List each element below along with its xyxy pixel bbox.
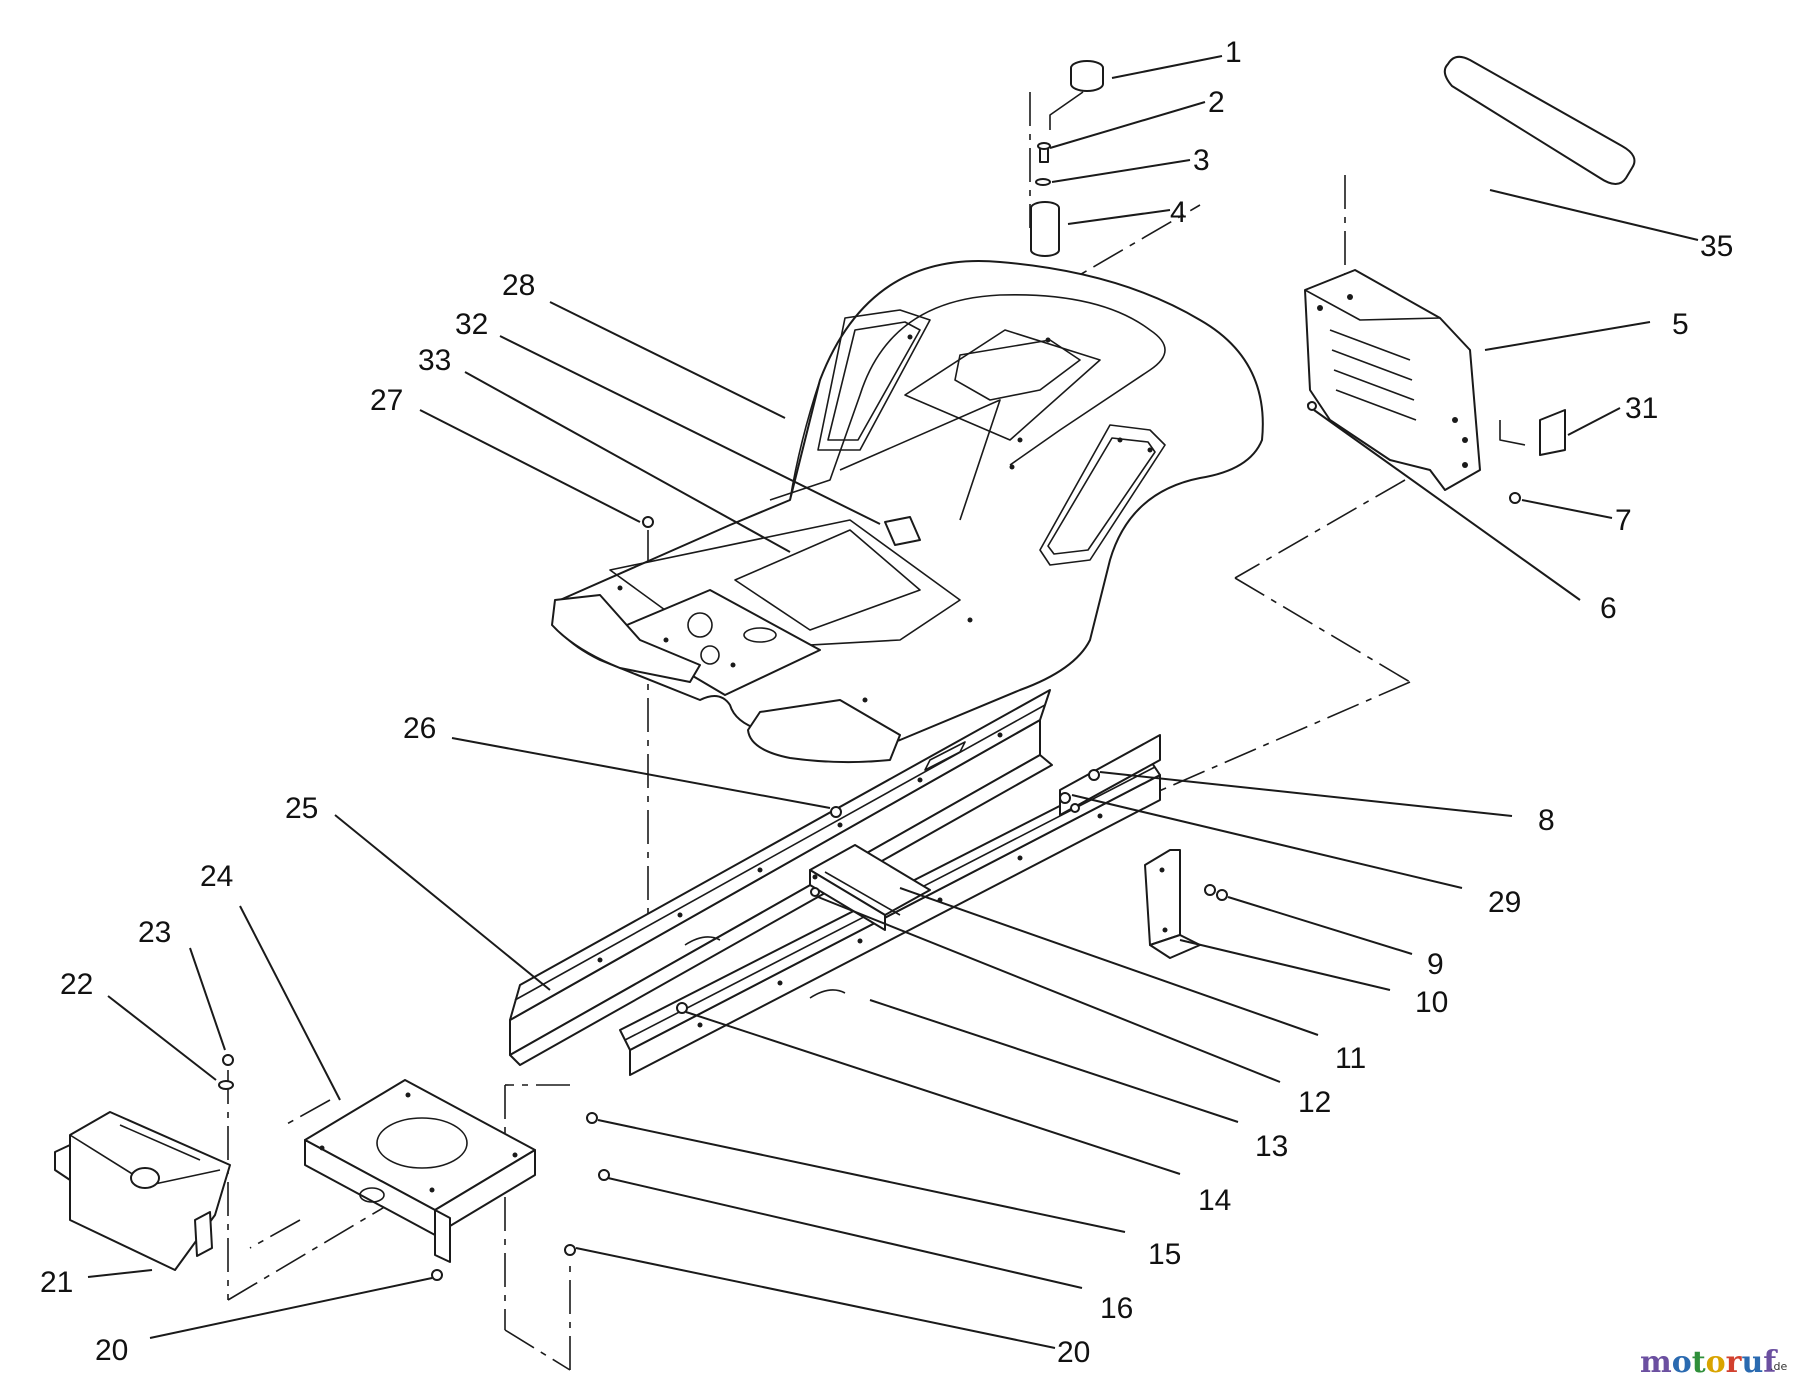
callout-10: 10 (1415, 986, 1448, 1019)
watermark-letter: t (1692, 1345, 1706, 1380)
callout-8: 8 (1538, 804, 1555, 837)
front-shield (54, 1111, 231, 1271)
cross-member (809, 844, 931, 931)
callout-2: 2 (1208, 86, 1225, 119)
callout-1: 1 (1225, 36, 1242, 69)
watermark-suffix: .de (1770, 1360, 1787, 1373)
callout-23: 23 (138, 916, 171, 949)
fasteners (218, 516, 842, 1281)
svg-text:motoruf: motoruf (1640, 1345, 1778, 1380)
callout-25: 25 (285, 792, 318, 825)
seat-decal-strip (1443, 55, 1636, 185)
watermark-letter: f (1763, 1345, 1778, 1380)
watermark-letter: u (1741, 1345, 1763, 1380)
callout-4: 4 (1170, 196, 1187, 229)
callout-13: 13 (1255, 1130, 1288, 1163)
callout-26: 26 (403, 712, 436, 745)
front-axle-plate (304, 1079, 536, 1263)
callout-28: 28 (502, 269, 535, 302)
leader-lines (87, 55, 1699, 1349)
callout-33: 33 (418, 344, 451, 377)
callout-35: 35 (1700, 230, 1733, 263)
callout-29: 29 (1488, 886, 1521, 919)
callout-3: 3 (1193, 144, 1210, 177)
callout-31: 31 (1625, 392, 1658, 425)
callout-6: 6 (1600, 592, 1617, 625)
watermark-letter: m (1640, 1345, 1672, 1380)
callout-32: 32 (455, 308, 488, 341)
callout-15: 15 (1148, 1238, 1181, 1271)
watermark-letter: o (1706, 1345, 1726, 1380)
side-bracket (1059, 769, 1228, 959)
rear-seat-bracket (1304, 269, 1566, 504)
seat-body-hood (551, 260, 1264, 764)
watermark-logo: motoruf .de (1640, 1345, 1787, 1380)
seat-bumper-hardware (1030, 60, 1104, 257)
seat-decals (884, 516, 921, 546)
callout-7: 7 (1615, 504, 1632, 537)
callout-14: 14 (1198, 1184, 1231, 1217)
callout-27: 27 (370, 384, 403, 417)
callout-16: 16 (1100, 1292, 1133, 1325)
watermark-letter: r (1726, 1345, 1743, 1380)
callout-20-right: 20 (1057, 1336, 1090, 1369)
callout-11: 11 (1335, 1042, 1366, 1075)
callout-21: 21 (40, 1266, 73, 1299)
callout-numbers: 1 2 3 4 35 5 31 7 6 28 32 33 27 26 25 24… (40, 36, 1733, 1369)
callout-5: 5 (1672, 308, 1689, 341)
callout-22: 22 (60, 968, 93, 1001)
callout-24: 24 (200, 860, 233, 893)
callout-9: 9 (1427, 948, 1444, 981)
watermark-letter: o (1672, 1345, 1692, 1380)
callout-12: 12 (1298, 1086, 1331, 1119)
callout-20-left: 20 (95, 1334, 128, 1367)
